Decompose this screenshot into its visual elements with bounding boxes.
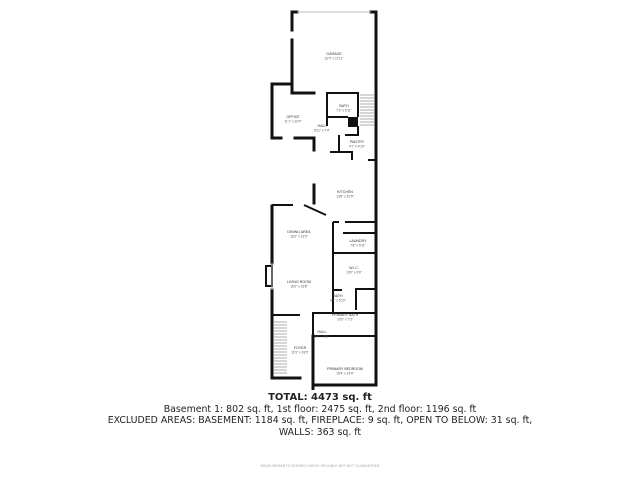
room-dimensions: 4'7" x 4'10"	[349, 145, 365, 149]
walls	[265, 10, 378, 390]
room-dimensions: 16'2" x 13'0"	[290, 235, 307, 239]
room-dimensions: 7'8" x 5'11"	[350, 244, 365, 248]
room-dimensions: 11'1" x 10'4"	[284, 120, 301, 124]
room-dimensions: 6'1" x 5'10"	[330, 299, 346, 303]
room-name: PRIMARY BEDROOM	[327, 367, 363, 371]
room-name: GARAGE	[326, 52, 342, 56]
room-dimensions: 10'0" x 9'0"	[346, 271, 362, 275]
room-name: HALL	[318, 124, 327, 128]
room-name: LAUNDRY	[349, 239, 367, 243]
walls-area: WALLS: 363 sq. ft	[278, 426, 362, 438]
room-name: PANTRY	[350, 140, 365, 144]
room-dimensions: 16'2" x 15'8"	[290, 285, 307, 289]
room-name: KITCHEN	[337, 190, 353, 194]
room-name: LIVING ROOM	[287, 280, 311, 284]
room-name: BATH	[333, 294, 343, 298]
room-dimensions: 10'9" x 7'3"	[337, 318, 353, 322]
area-summary: TOTAL: 4473 sq. ft Basement 1: 802 sq. f…	[0, 392, 640, 438]
excluded-areas: EXCLUDED AREAS: BASEMENT: 1184 sq. ft, F…	[107, 415, 533, 426]
room-name: W.I.C.	[349, 266, 359, 270]
room-name: HALL	[318, 330, 327, 334]
room-dimensions: 15'4" x 14'9"	[336, 372, 353, 376]
room-dimensions: 22'0" x 11'11"	[325, 57, 344, 61]
room-name: BATH	[339, 104, 349, 108]
room-name: DINING AREA	[287, 230, 311, 234]
room-name: PRIMARY BATH	[332, 313, 359, 317]
room-name: OFFICE	[286, 115, 300, 119]
room-dimensions: 6'6" x 3'8"	[315, 335, 329, 339]
room-name: FOYER	[294, 346, 307, 350]
room-dimensions: 11'9" x 18'0"	[291, 351, 308, 355]
room-dimensions: 8'11" x 7'4"	[314, 129, 329, 133]
room-dimensions: 13'8" x 20'9"	[336, 195, 353, 199]
floor-areas: Basement 1: 802 sq. ft, 1st floor: 2475 …	[163, 403, 477, 415]
stairs	[274, 94, 374, 374]
total-area: TOTAL: 4473 sq. ft	[268, 392, 372, 403]
room-dimensions: 7'2" x 5'11"	[336, 109, 351, 113]
disclaimer: MEASUREMENTS DEEMED HIGHLY RELIABLE BUT …	[260, 464, 380, 468]
